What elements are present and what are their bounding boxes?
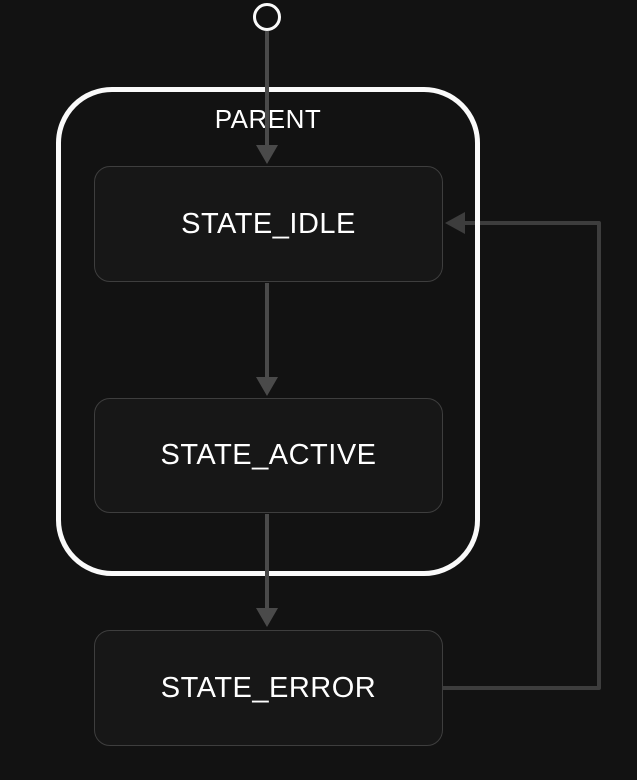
edge-error-to-idle <box>443 212 601 690</box>
state-node-error[interactable]: STATE_ERROR <box>94 630 443 746</box>
edge-error-to-idle-line <box>443 221 601 690</box>
state-node-active[interactable]: STATE_ACTIVE <box>94 398 443 513</box>
state-label-active: STATE_ACTIVE <box>160 439 377 471</box>
arrowhead-icon <box>445 212 465 234</box>
state-node-idle[interactable]: STATE_IDLE <box>94 166 443 282</box>
state-label-error: STATE_ERROR <box>160 671 377 704</box>
parent-state-label: PARENT <box>214 104 322 134</box>
state-label-idle: STATE_IDLE <box>181 207 356 240</box>
